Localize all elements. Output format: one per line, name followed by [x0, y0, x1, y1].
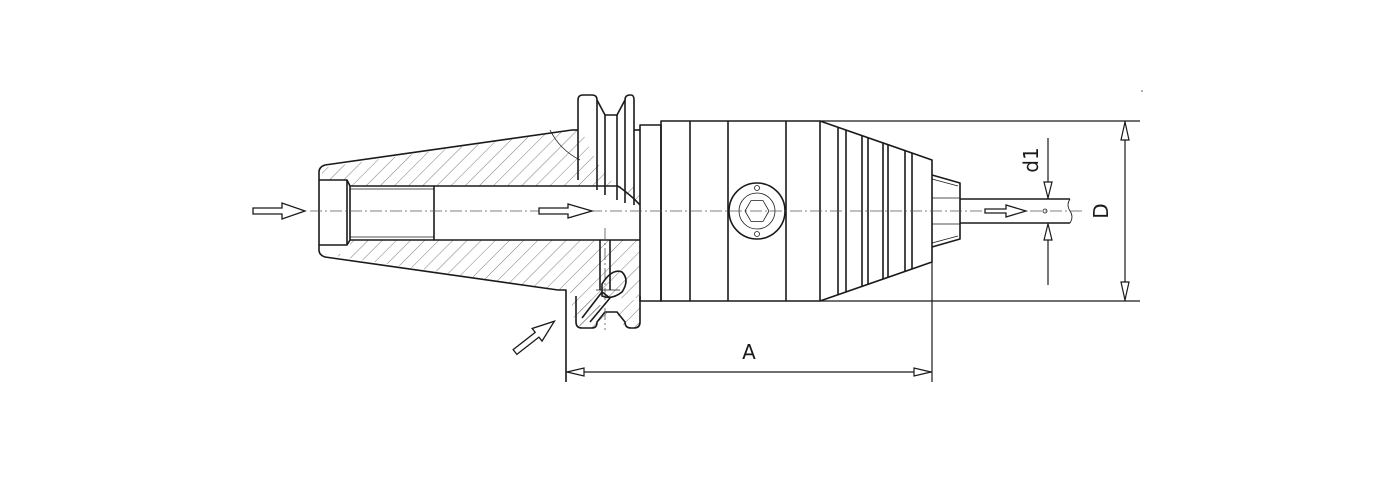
dimension-A: A [566, 262, 933, 382]
drill-bit [960, 198, 1070, 224]
v-flange [575, 94, 641, 330]
taper-shank [318, 129, 641, 382]
coolant-internal-arrow [538, 203, 595, 219]
coolant-inlet-arrow-axial [252, 202, 307, 220]
coolant-outlet-arrow [984, 204, 1029, 218]
dimension-label-D: D [1089, 203, 1113, 218]
coolant-inlet-arrow-flange [512, 320, 556, 356]
pull-stud-bore [319, 179, 351, 246]
dimension-d1: d1 [1019, 138, 1053, 285]
shank-section-lower [322, 240, 640, 326]
dimension-label-d1: d1 [1019, 147, 1043, 172]
chuck-hub [639, 124, 662, 302]
dimension-D: D [1089, 121, 1130, 301]
shank-section-upper [322, 130, 640, 205]
stray-dot [1141, 90, 1143, 92]
dimension-label-A: A [742, 340, 756, 364]
flange-lower [575, 296, 641, 329]
threaded-bore [350, 185, 435, 241]
